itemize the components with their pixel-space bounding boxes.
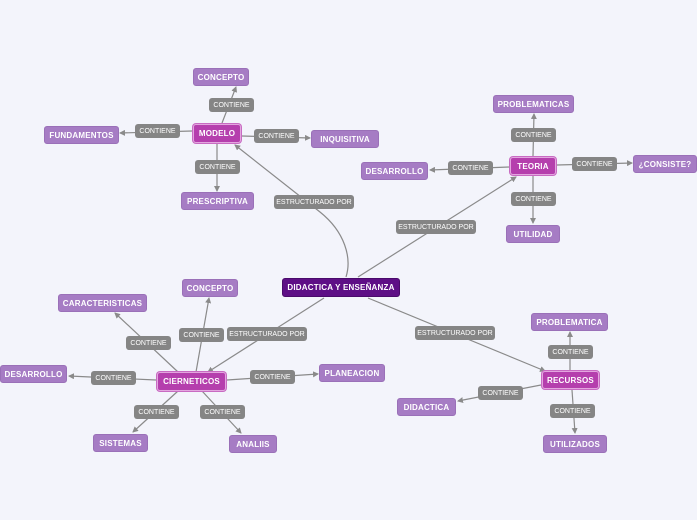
cierneticos-caracteristicas-label: CARACTERISTICAS: [62, 298, 143, 308]
edge-root-modelo: [234, 144, 349, 278]
cierneticos-analiis-node[interactable]: ANALIIS: [229, 435, 277, 453]
link-label-cierneticos-planeacion: CONTIENE: [250, 370, 295, 384]
link-label-modelo-prescriptiva: CONTIENE: [195, 160, 240, 174]
link-label-cierneticos-analiis: CONTIENE: [200, 405, 245, 419]
recursos-utilizados-label: UTILIZADOS: [550, 439, 600, 449]
recursos-node-label: RECURSOS: [547, 375, 594, 385]
teoria-desarrollo-node[interactable]: DESARROLLO: [361, 162, 428, 180]
cierneticos-caracteristicas-node[interactable]: CARACTERISTICAS: [58, 294, 147, 312]
link-label-recursos: ESTRUCTURADO POR: [415, 326, 495, 340]
link-label-teoria-consiste: CONTIENE: [572, 157, 617, 171]
teoria-problematicas-node[interactable]: PROBLEMATICAS: [493, 95, 574, 113]
root-node-label: DIDACTICA Y ENSEÑANZA: [287, 283, 395, 292]
recursos-utilizados-node[interactable]: UTILIZADOS: [543, 435, 607, 453]
cierneticos-planeacion-label: PLANEACION: [324, 368, 380, 378]
modelo-node-label: MODELO: [198, 129, 236, 138]
link-label-cierneticos-sistemas: CONTIENE: [134, 405, 179, 419]
cierneticos-concepto-label: CONCEPTO: [186, 283, 234, 293]
modelo-inquisitiva-label: INQUISITIVA: [320, 134, 370, 144]
cierneticos-node-label: CIERNETICOS: [163, 377, 220, 386]
recursos-problematica-label: PROBLEMATICA: [536, 317, 603, 327]
modelo-prescriptiva-label: PRESCRIPTIVA: [187, 196, 248, 206]
link-label-teoria-problematicas: CONTIENE: [511, 128, 556, 142]
modelo-concepto-label: CONCEPTO: [197, 72, 245, 82]
cierneticos-sistemas-label: SISTEMAS: [99, 438, 142, 448]
teoria-node-label: TEORIA: [517, 161, 549, 171]
link-label-cierneticos: ESTRUCTURADO POR: [227, 327, 307, 341]
teoria-node[interactable]: TEORIA: [510, 157, 556, 175]
link-label-modelo: ESTRUCTURADO POR: [274, 195, 354, 209]
teoria-utilidad-node[interactable]: UTILIDAD: [506, 225, 560, 243]
link-label-teoria-utilidad: CONTIENE: [511, 192, 556, 206]
recursos-node[interactable]: RECURSOS: [542, 371, 599, 389]
link-label-cierneticos-desarrollo: CONTIENE: [91, 371, 136, 385]
modelo-prescriptiva-node[interactable]: PRESCRIPTIVA: [181, 192, 254, 210]
teoria-consiste-node[interactable]: ¿CONSISTE?: [633, 155, 697, 173]
link-label-modelo-inquisitiva: CONTIENE: [254, 129, 299, 143]
teoria-utilidad-label: UTILIDAD: [513, 229, 553, 239]
teoria-desarrollo-label: DESARROLLO: [365, 166, 424, 176]
link-label-cierneticos-caracteristicas: CONTIENE: [126, 336, 171, 350]
modelo-fundamentos-node[interactable]: FUNDAMENTOS: [44, 126, 119, 144]
link-label-modelo-fundamentos: CONTIENE: [135, 124, 180, 138]
cierneticos-concepto-node[interactable]: CONCEPTO: [182, 279, 238, 297]
link-label-recursos-problematica: CONTIENE: [548, 345, 593, 359]
modelo-inquisitiva-node[interactable]: INQUISITIVA: [311, 130, 379, 148]
recursos-didactica-node[interactable]: DIDACTICA: [397, 398, 456, 416]
cierneticos-sistemas-node[interactable]: SISTEMAS: [93, 434, 148, 452]
modelo-node[interactable]: MODELO: [193, 124, 241, 143]
link-label-modelo-concepto: CONTIENE: [209, 98, 254, 112]
root-node[interactable]: DIDACTICA Y ENSEÑANZA: [282, 278, 400, 297]
cierneticos-analiis-label: ANALIIS: [236, 439, 270, 449]
modelo-fundamentos-label: FUNDAMENTOS: [49, 130, 114, 140]
link-label-recursos-utilizados: CONTIENE: [550, 404, 595, 418]
link-label-cierneticos-concepto: CONTIENE: [179, 328, 224, 342]
link-label-teoria: ESTRUCTURADO POR: [396, 220, 476, 234]
teoria-problematicas-label: PROBLEMATICAS: [497, 99, 570, 109]
cierneticos-node[interactable]: CIERNETICOS: [157, 372, 226, 391]
cierneticos-desarrollo-label: DESARROLLO: [4, 369, 63, 379]
link-label-teoria-desarrollo: CONTIENE: [448, 161, 493, 175]
cierneticos-desarrollo-node[interactable]: DESARROLLO: [0, 365, 67, 383]
cierneticos-planeacion-node[interactable]: PLANEACION: [319, 364, 385, 382]
teoria-consiste-label: ¿CONSISTE?: [638, 159, 692, 169]
recursos-didactica-label: DIDACTICA: [403, 402, 450, 412]
modelo-concepto-node[interactable]: CONCEPTO: [193, 68, 249, 86]
link-label-recursos-didactica: CONTIENE: [478, 386, 523, 400]
recursos-problematica-node[interactable]: PROBLEMATICA: [531, 313, 608, 331]
